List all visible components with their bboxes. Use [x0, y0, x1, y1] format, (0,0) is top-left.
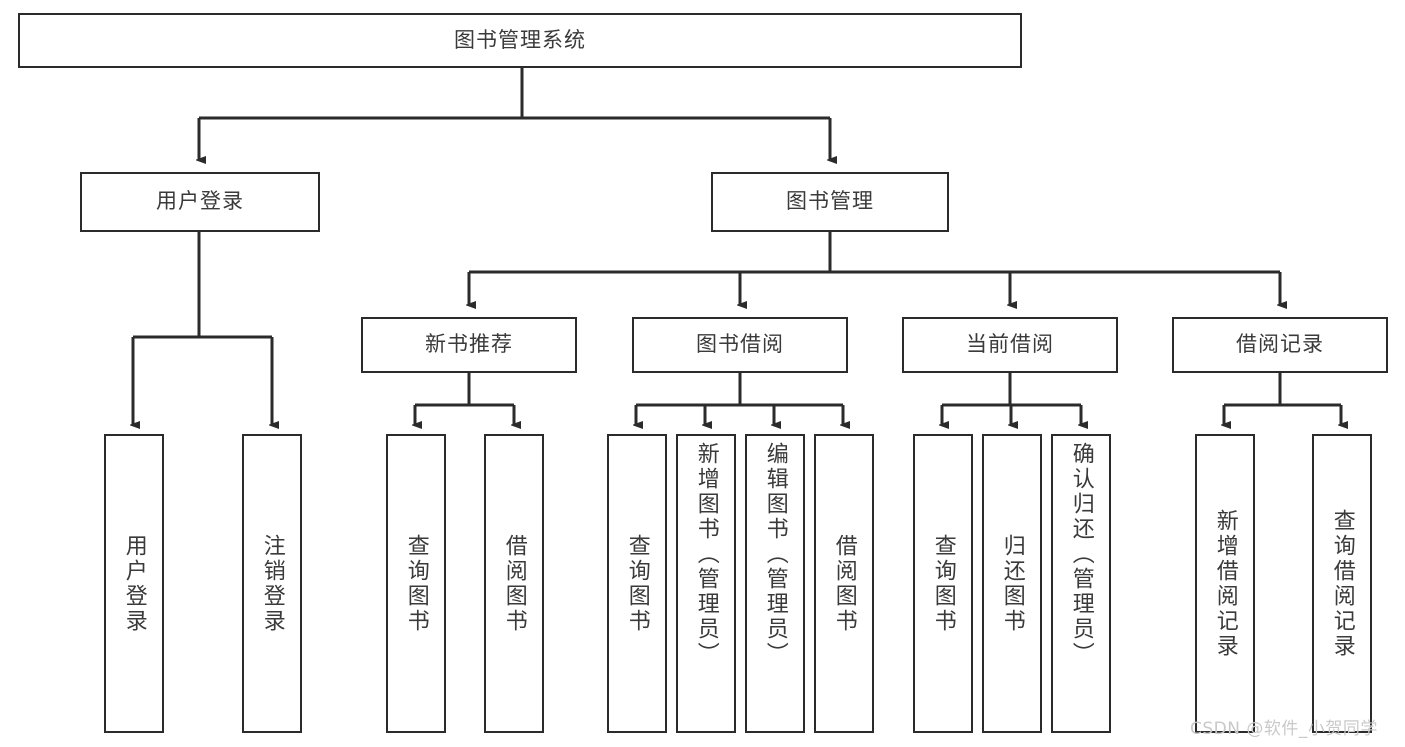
leaf-query-record-label: 查询借阅记录	[1329, 508, 1355, 659]
node-borrow-record-label: 借阅记录	[1236, 332, 1324, 357]
leaf-add-book[interactable]: 新增图书（管理员）	[676, 434, 736, 733]
node-book-manage-label: 图书管理	[786, 189, 874, 214]
leaf-user-logout-label: 注销登录	[259, 533, 285, 634]
leaf-confirm-return-label: 确认归还（管理员）	[1068, 442, 1094, 667]
node-new-book-recommend-label: 新书推荐	[425, 332, 513, 357]
leaf-query-book-1-label: 查询图书	[403, 533, 429, 634]
leaf-query-book-3[interactable]: 查询图书	[913, 434, 973, 733]
leaf-edit-book[interactable]: 编辑图书（管理员）	[745, 434, 805, 733]
leaf-add-book-label: 新增图书（管理员）	[693, 442, 719, 667]
node-root[interactable]: 图书管理系统	[18, 13, 1022, 68]
csdn-watermark: CSDN @软件_小贺同学	[1190, 719, 1378, 739]
leaf-query-book-1[interactable]: 查询图书	[386, 434, 446, 733]
node-current-borrow-label: 当前借阅	[966, 332, 1054, 357]
leaf-borrow-book-1-label: 借阅图书	[501, 533, 527, 634]
leaf-return-book[interactable]: 归还图书	[982, 434, 1042, 733]
leaf-query-book-3-label: 查询图书	[930, 533, 956, 634]
node-book-borrow[interactable]: 图书借阅	[632, 317, 848, 373]
leaf-borrow-book-2-label: 借阅图书	[831, 533, 857, 634]
leaf-edit-book-label: 编辑图书（管理员）	[762, 442, 788, 667]
leaf-query-book-2[interactable]: 查询图书	[607, 434, 667, 733]
leaf-user-logout[interactable]: 注销登录	[242, 434, 302, 733]
node-user-login-label: 用户登录	[156, 189, 244, 214]
node-borrow-record[interactable]: 借阅记录	[1172, 317, 1388, 373]
node-root-label: 图书管理系统	[454, 27, 586, 52]
leaf-add-record-label: 新增借阅记录	[1212, 508, 1238, 659]
leaf-user-login-label: 用户登录	[121, 533, 147, 634]
leaf-confirm-return[interactable]: 确认归还（管理员）	[1051, 434, 1111, 733]
node-current-borrow[interactable]: 当前借阅	[902, 317, 1118, 373]
leaf-borrow-book-1[interactable]: 借阅图书	[484, 434, 544, 733]
leaf-user-login[interactable]: 用户登录	[104, 434, 164, 733]
node-book-manage[interactable]: 图书管理	[711, 172, 949, 232]
leaf-query-book-2-label: 查询图书	[624, 533, 650, 634]
leaf-add-record[interactable]: 新增借阅记录	[1195, 434, 1255, 733]
node-user-login[interactable]: 用户登录	[80, 172, 320, 232]
node-new-book-recommend[interactable]: 新书推荐	[361, 317, 577, 373]
leaf-query-record[interactable]: 查询借阅记录	[1312, 434, 1372, 733]
leaf-borrow-book-2[interactable]: 借阅图书	[814, 434, 874, 733]
leaf-return-book-label: 归还图书	[999, 533, 1025, 634]
node-book-borrow-label: 图书借阅	[696, 332, 784, 357]
